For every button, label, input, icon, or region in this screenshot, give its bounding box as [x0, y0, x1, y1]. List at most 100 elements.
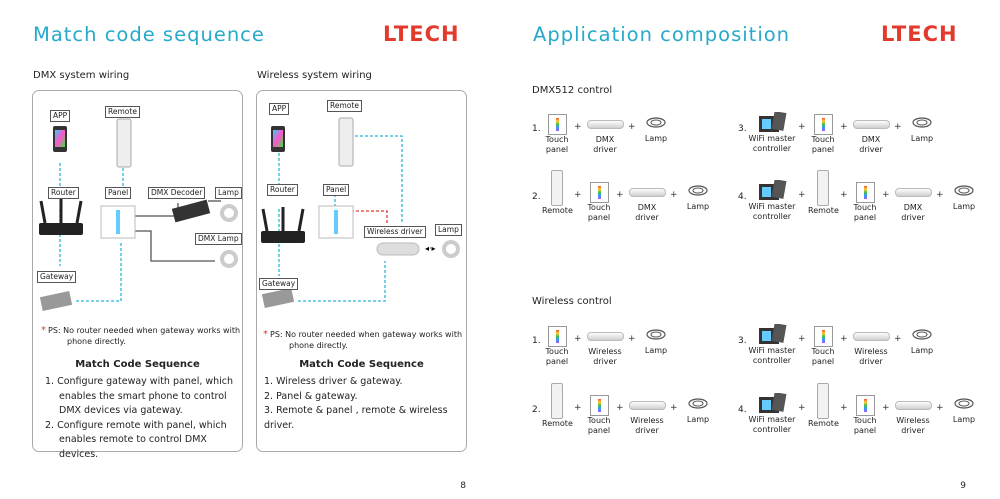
- row-number: 1.: [532, 336, 541, 346]
- wifi-master-controller-icon: [757, 179, 787, 202]
- wireless-driver-icon: [852, 332, 890, 341]
- panel-label: Panel: [105, 187, 132, 199]
- item-label-line2: panel: [853, 213, 877, 222]
- item-label-line2: controller: [752, 212, 792, 221]
- remote-item: Remote: [808, 383, 839, 429]
- step: 1. Configure gateway with panel, which: [45, 376, 234, 387]
- item-label-line2: panel: [587, 213, 611, 222]
- ps-note-line2: phone directly.: [67, 337, 126, 346]
- item-label: Touch: [587, 203, 611, 212]
- row-number: 3.: [738, 124, 747, 134]
- plus-icon: +: [616, 190, 624, 200]
- item-label: WiFi master: [748, 346, 796, 355]
- item-label-line2: driver: [635, 426, 659, 435]
- plus-icon: +: [894, 122, 902, 132]
- remote-label: Remote: [327, 100, 362, 112]
- lamp-icon: [646, 117, 666, 128]
- item-label: WiFi master: [748, 134, 796, 143]
- step-cont: enables remote to control DMX devices.: [59, 434, 207, 460]
- lamp-item: Lamp: [946, 395, 982, 425]
- lamp-icon: [688, 185, 708, 196]
- page-number: 8: [460, 481, 466, 491]
- lamp-icon: [688, 398, 708, 409]
- plus-icon: +: [840, 190, 848, 200]
- lamp-item: Lamp: [680, 182, 716, 212]
- item-label-line2: controller: [752, 144, 792, 153]
- lamp-item: Lamp: [946, 182, 982, 212]
- router-label: Router: [48, 187, 79, 199]
- dmx-driver-icon: [852, 120, 890, 129]
- item-label: DMX: [861, 135, 881, 144]
- dmx-wiring-diagram: [39, 118, 238, 311]
- wifi-master-controller-icon: [757, 323, 787, 346]
- ps-asterisk: *: [263, 329, 268, 340]
- item-label-line2: panel: [811, 145, 835, 154]
- ps-note: *PS: No router needed when gateway works…: [41, 325, 241, 336]
- plus-icon: +: [798, 334, 806, 344]
- item-label-line2: controller: [752, 356, 792, 365]
- remote-item: Remote: [542, 383, 573, 429]
- dmx-decoder-label: DMX Decoder: [148, 187, 206, 199]
- wireless-driver-label: Wireless driver: [364, 226, 426, 238]
- row-number: 1.: [532, 124, 541, 134]
- row-number: 3.: [738, 336, 747, 346]
- plus-icon: +: [616, 403, 624, 413]
- step-cont: enables the smart phone to control: [59, 390, 227, 402]
- step-cont: DMX devices via gateway.: [59, 405, 183, 416]
- lamp-item: Lamp: [904, 326, 940, 356]
- plus-icon: +: [894, 334, 902, 344]
- dmx-wiring-panel: APP Remote Router Panel DMX Decoder Lamp…: [32, 90, 243, 460]
- app-label: APP: [269, 103, 290, 115]
- remote-label: Remote: [105, 106, 140, 118]
- remote-icon: [817, 170, 829, 206]
- plus-icon: +: [670, 190, 678, 200]
- plus-icon: +: [840, 403, 848, 413]
- wireless-control-heading: Wireless control: [532, 296, 612, 307]
- item-label-line2: driver: [859, 145, 883, 154]
- dmx-driver-icon: [628, 188, 666, 197]
- item-label-line2: panel: [545, 357, 569, 366]
- item-label-line2: driver: [859, 357, 883, 366]
- sequence-title: Match Code Sequence: [299, 359, 424, 370]
- lamp-item: Lamp: [638, 114, 674, 144]
- item-label-line2: panel: [545, 145, 569, 154]
- right-page: Application composition LTECH DMX512 con…: [500, 0, 1000, 499]
- item-label: Touch: [545, 347, 569, 356]
- plus-icon: +: [670, 403, 678, 413]
- wireless-wiring-diagram: ◂·▸: [261, 117, 460, 308]
- lamp-item: Lamp: [680, 395, 716, 425]
- row-number: 4.: [738, 405, 747, 415]
- item-label: Lamp: [952, 415, 976, 424]
- gateway-label: Gateway: [259, 278, 299, 290]
- lamp-icon: [912, 117, 932, 128]
- remote-item: Remote: [542, 170, 573, 216]
- plus-icon: +: [798, 122, 806, 132]
- ps-note-line2: phone directly.: [289, 341, 348, 350]
- touch-panel-icon: [855, 182, 875, 203]
- item-label: Lamp: [644, 346, 668, 355]
- plus-icon: +: [574, 403, 582, 413]
- wireless-driver-icon: [628, 401, 666, 410]
- item-label: Lamp: [686, 415, 710, 424]
- ltech-logo: LTECH: [881, 22, 958, 46]
- item-label: Remote: [542, 419, 573, 428]
- plus-icon: +: [798, 403, 806, 413]
- lamp-icon: [646, 329, 666, 340]
- item-label: Wireless: [854, 347, 888, 356]
- item-label: Lamp: [686, 202, 710, 211]
- dmx-driver-icon: [586, 120, 624, 129]
- wifi-master-controller-icon: [757, 111, 787, 134]
- step: 2. Configure remote with panel, which: [45, 419, 227, 431]
- wifi-master-controller-icon: [757, 392, 787, 415]
- item-label: DMX: [637, 203, 657, 212]
- dmx-lamp-label: DMX Lamp: [195, 233, 242, 245]
